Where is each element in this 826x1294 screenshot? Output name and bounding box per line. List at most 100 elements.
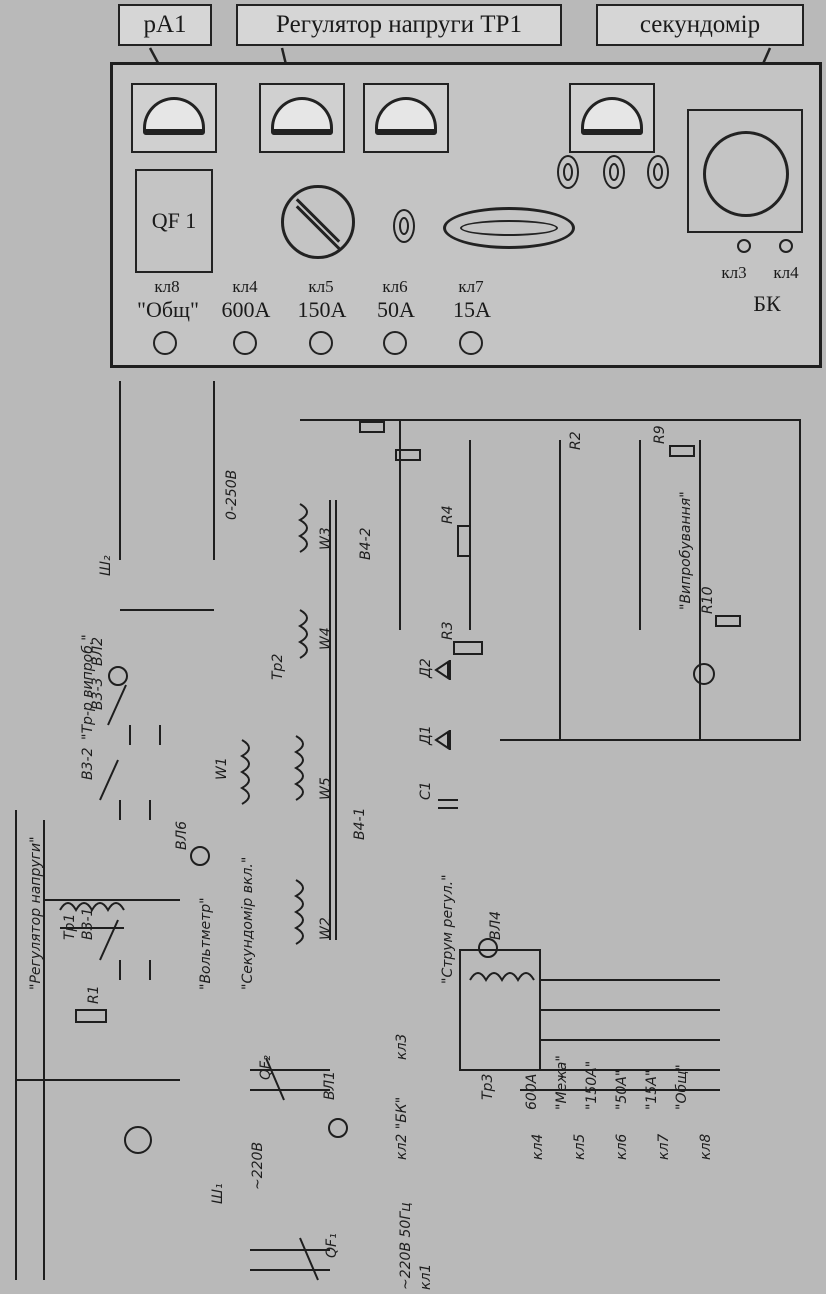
label-range-switch: "Межа" [554,1055,570,1110]
label-stopwatch-on: "Секундомір вкл." [240,857,256,990]
tr2-w4-coil-icon [297,609,308,659]
switch-b3-1-icon [99,919,151,980]
supply-rail-bus [16,899,180,1081]
label-w1: W1 [214,757,230,780]
tr3-coil-icon [459,949,541,1071]
indicator-lamp-2 [557,155,579,189]
meter-3 [363,83,449,153]
terminal-kl5-value: 150А [297,297,347,322]
capacitor-c1-icon [438,799,458,809]
label-v4-2: В4-2 [358,527,374,560]
tr2-w5-coil-icon [293,735,304,801]
label-v220-50: ~220В 50Гц [398,1202,414,1290]
label-r1: R1 [86,985,102,1004]
label-kl1: кл1 [418,1264,434,1290]
supply-rail-left [15,810,45,1280]
label-kl7: кл7 [656,1134,672,1160]
w1-coil-icon [239,739,250,805]
terminal-kl7-name: кл7 [458,277,484,296]
label-vl6: ВЛ6 [174,821,190,850]
regulator-slider[interactable] [443,207,575,249]
label-v3-2: В3-2 [80,747,96,780]
lamp-vl2-icon [108,666,128,686]
terminal-kl6-name: кл6 [382,277,408,296]
terminal-kl6-value: 50А [377,297,415,322]
diode-d1-icon [434,730,451,750]
terminal-kl5-name: кл5 [308,277,334,296]
label-adjust: "Регулятор напруги" [28,836,44,990]
label-socket-w1: Ш₁ [210,1183,226,1204]
meter-2 [259,83,345,153]
indicator-lamp-1 [393,209,415,243]
label-c1: C1 [418,781,434,800]
label-w5: W5 [318,777,334,800]
label-t600: 600А [524,1074,540,1110]
label-tr2: Тр2 [270,654,286,680]
label-r10: R10 [700,586,716,614]
switch-b3-2-icon [99,759,151,820]
indicator-lamp-4 [647,155,669,189]
label-r4: R4 [440,505,456,524]
label-qf2: QF₂ [258,1055,274,1080]
meter-bc-icon [693,663,715,685]
breaker-qf1-label: QF 1 [151,208,197,233]
terminal-kl6-socket[interactable] [383,331,407,355]
label-test-mode: "Випробування" [678,491,694,610]
resistor-r2-icon [395,449,421,461]
lamp-vl6-icon [190,846,210,866]
diode-d2-icon [434,660,451,680]
resistor-r9-icon [669,445,695,457]
resistor-r-icon [359,421,385,433]
switch-b3-3-icon [107,684,161,745]
label-tobsh: "Общ" [674,1064,690,1110]
label-t50: "50А" [614,1070,630,1110]
terminal-kl8-value: "Общ" [137,297,199,322]
label-tr-tested: "Тр-р випроб." [80,634,96,740]
terminal-kl4-value: 600А [221,297,271,322]
meter-dome-icon [143,97,205,135]
label-v3-1: В3-1 [80,908,96,940]
label-kl2: кл2 "БК" [394,1097,410,1160]
label-w2: W2 [318,917,334,940]
breaker-qf1[interactable]: QF 1 [135,169,213,273]
bk-kl3-label: кл3 [721,263,747,282]
regulator-callout-label: Регулятор напруги ТР1 [276,11,522,38]
ammeter-callout-label: рА1 [143,11,187,38]
label-qf1: QF₁ [324,1233,340,1258]
resistor-r1-icon [75,1009,107,1023]
label-r3: R3 [440,621,456,640]
socket-bk-kl4[interactable] [779,239,793,253]
front-panel: QF 1 кл3 кл4 БК кл8 "Общ" кл4 600А кл5 1… [110,62,822,368]
stopwatch-callout: секундомір [596,4,804,46]
label-w3: W3 [318,527,334,550]
resistor-r3-icon [453,641,483,655]
stopwatch-dial-icon[interactable] [703,131,789,217]
terminal-kl7-socket[interactable] [459,331,483,355]
terminal-kl5-socket[interactable] [309,331,333,355]
tr2-w2-coil-icon [293,879,304,945]
label-d2: Д2 [418,658,434,679]
label-kl4: кл4 [530,1134,546,1160]
label-tr1: Тр1 [62,914,78,940]
breaker-qf2-icon [250,1057,330,1101]
regulator-callout: Регулятор напруги ТР1 [236,4,562,46]
terminal-kl4-name: кл4 [232,277,258,296]
bk-kl4-label: кл4 [773,263,799,282]
output-socket-w2-lines [119,381,215,611]
lamp-left-icon [124,1126,152,1154]
label-voltage-range: 0-250В [224,470,240,520]
stopwatch-callout-label: секундомір [639,11,761,38]
label-vl1: ВЛ1 [322,1071,338,1100]
label-vl4: ВЛ4 [488,911,504,940]
bk-caption: БК [753,291,781,316]
voltage-regulator-knob[interactable] [281,185,355,259]
terminal-kl4-socket[interactable] [233,331,257,355]
resistor-r4-icon [457,525,471,557]
terminal-kl8-socket[interactable] [153,331,177,355]
label-socket-w2: Ш₂ [98,555,114,576]
tr3-taps [520,979,720,1091]
socket-bk-kl3[interactable] [737,239,751,253]
meter-dome-icon [581,97,643,135]
label-d1: Д1 [418,725,434,746]
label-v4-1: В4-1 [352,808,368,840]
